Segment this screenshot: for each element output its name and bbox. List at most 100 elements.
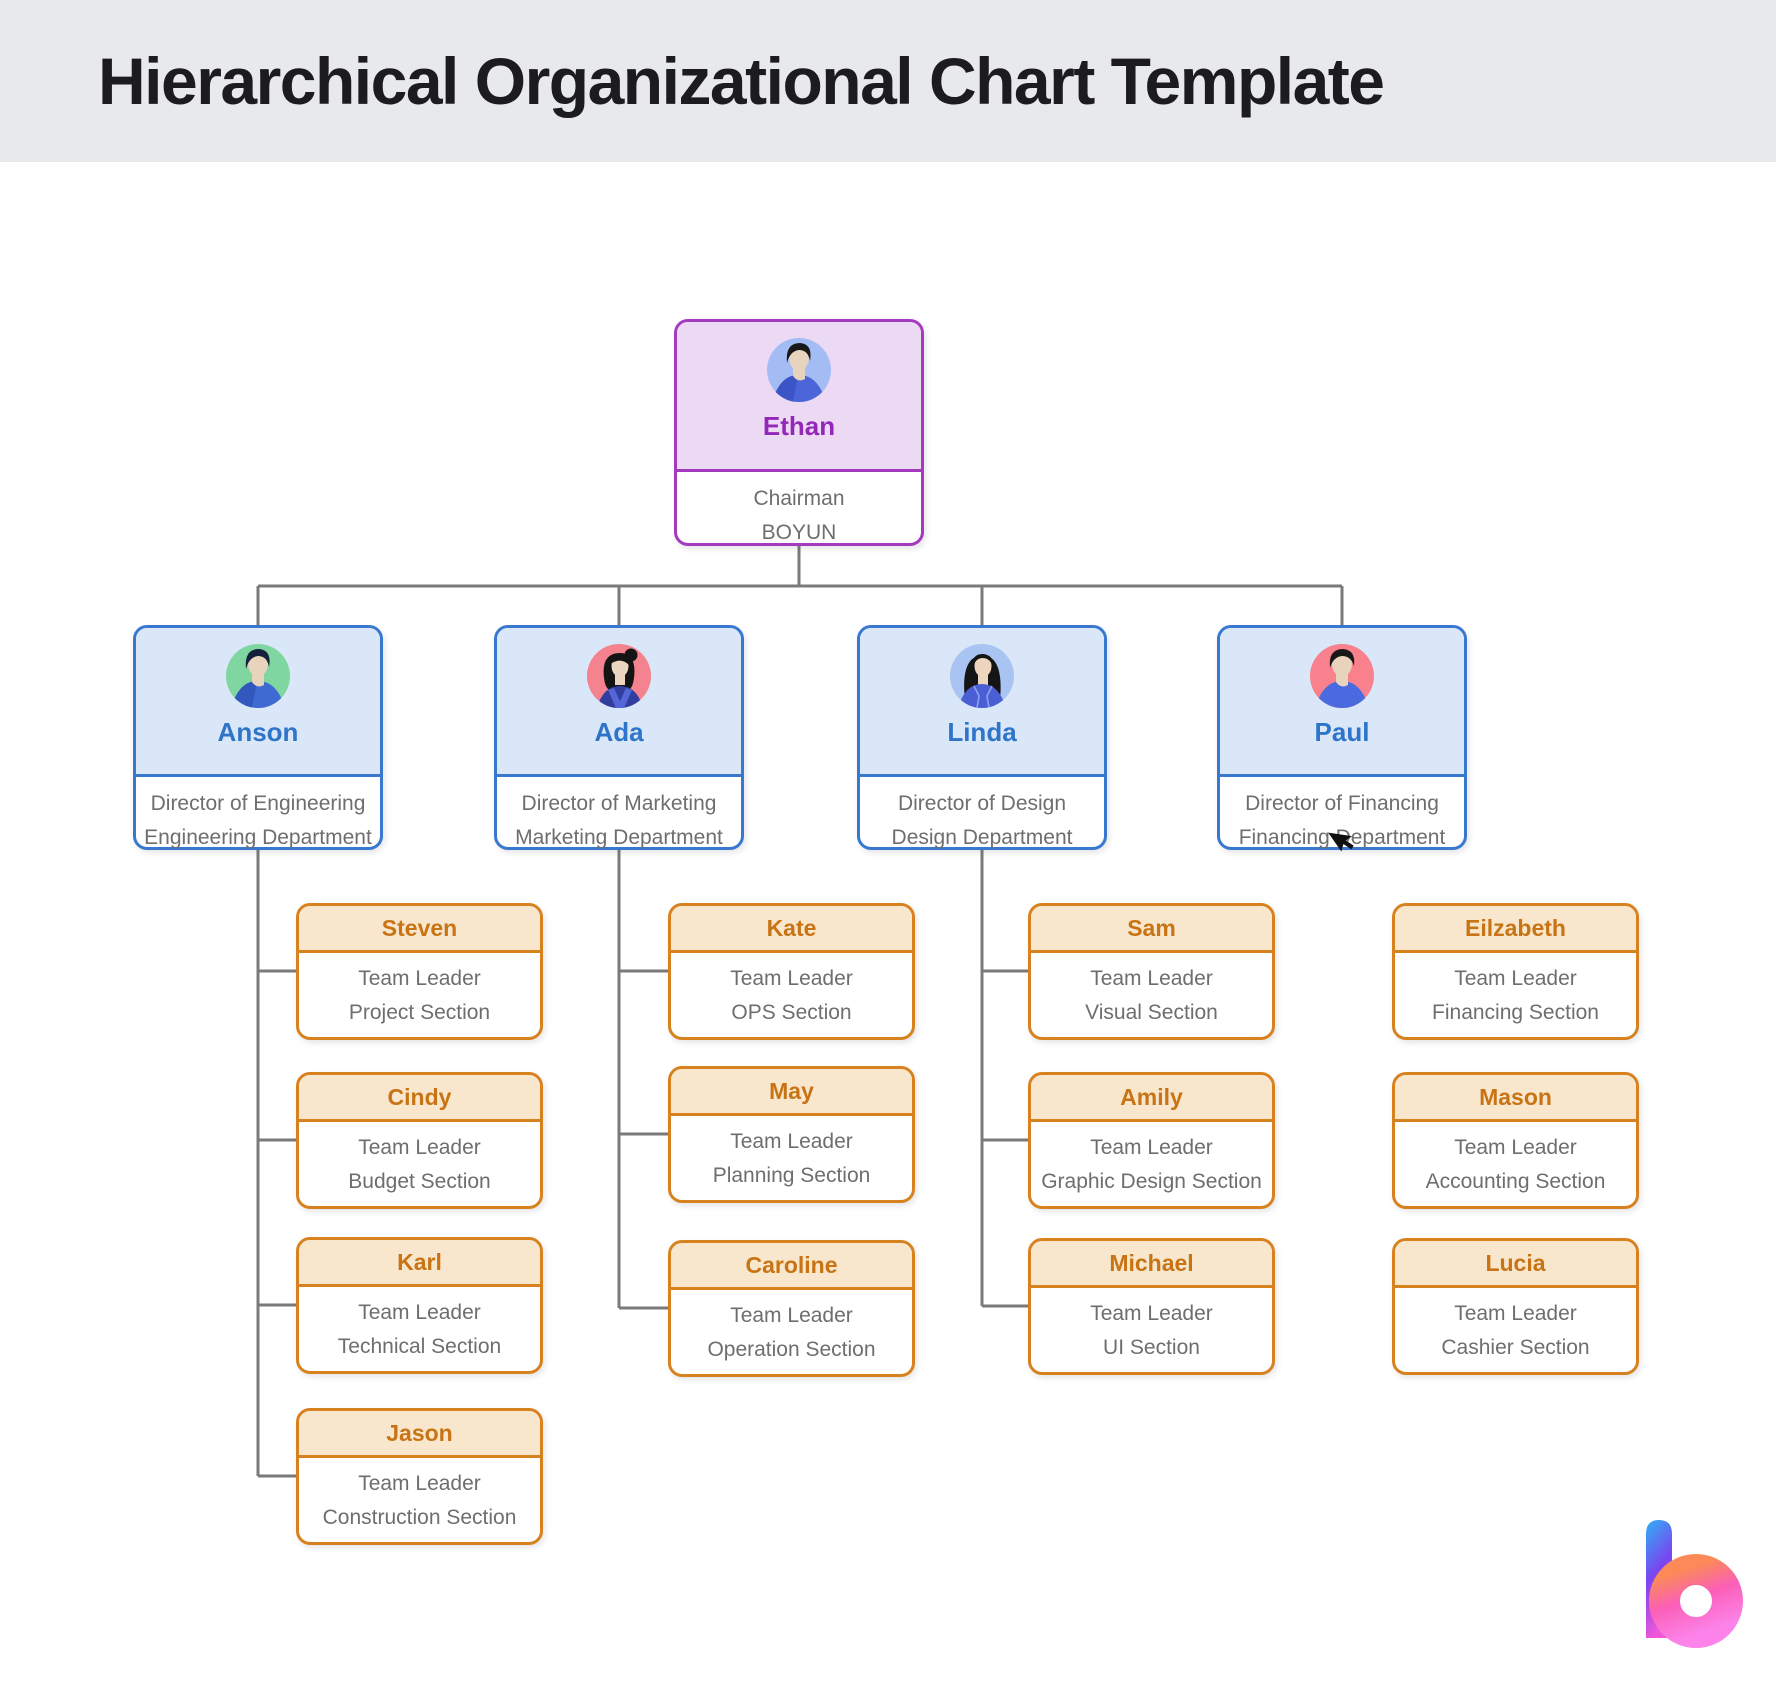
org-card-mason[interactable]: Mason Team Leader Accounting Section [1392,1072,1639,1209]
member-name: Sam [1127,914,1176,941]
member-title: Team Leader [1454,966,1577,990]
org-card-jason[interactable]: Jason Team Leader Construction Section [296,1408,543,1545]
org-card-steven[interactable]: Steven Team Leader Project Section [296,903,543,1040]
member-name: Eilzabeth [1465,914,1566,941]
member-name: Linda [947,717,1017,747]
member-section: Accounting Section [1425,1169,1606,1193]
avatar-linda [950,644,1014,708]
card-header: Sam [1031,906,1272,953]
member-section: Construction Section [322,1505,517,1529]
card-body: Director of Design Design Department [860,777,1104,863]
member-name: Cindy [387,1083,452,1110]
member-name: Michael [1109,1249,1194,1276]
org-card-anson[interactable]: Anson Director of Engineering Engineerin… [133,625,383,850]
member-title: Team Leader [1090,1301,1213,1325]
member-name: Caroline [745,1251,838,1278]
org-card-ada[interactable]: Ada Director of Marketing Marketing Depa… [494,625,744,850]
member-title: Director of Financing [1245,791,1439,815]
avatar-ethan [767,338,831,402]
org-card-amily[interactable]: Amily Team Leader Graphic Design Section [1028,1072,1275,1209]
member-section: Project Section [348,1000,491,1024]
org-card-lucia[interactable]: Lucia Team Leader Cashier Section [1392,1238,1639,1375]
card-body: Director of Engineering Engineering Depa… [136,777,380,863]
member-title: Team Leader [1454,1301,1577,1325]
card-body: Team Leader Budget Section [299,1122,540,1206]
org-card-michael[interactable]: Michael Team Leader UI Section [1028,1238,1275,1375]
card-header: Kate [671,906,912,953]
member-name: Ethan [762,411,836,441]
card-body: Team Leader Cashier Section [1395,1288,1636,1372]
member-department: Design Department [891,825,1073,849]
member-name: May [769,1077,814,1104]
member-name: Karl [397,1248,442,1275]
card-header: Cindy [299,1075,540,1122]
card-header: Paul [1220,628,1464,777]
card-body: Director of Marketing Marketing Departme… [497,777,741,863]
member-department: Marketing Department [515,825,723,849]
card-body: Team Leader Graphic Design Section [1031,1122,1272,1206]
member-title: Team Leader [730,1303,853,1327]
org-card-karl[interactable]: Karl Team Leader Technical Section [296,1237,543,1374]
card-body: Team Leader OPS Section [671,953,912,1037]
card-body: Team Leader Planning Section [671,1116,912,1200]
org-card-may[interactable]: May Team Leader Planning Section [668,1066,915,1203]
member-name: Lucia [1485,1249,1546,1276]
member-section: OPS Section [731,1000,852,1024]
card-header: Michael [1031,1241,1272,1288]
card-body: Team Leader Financing Section [1395,953,1636,1037]
member-section: Technical Section [337,1334,502,1358]
org-card-caroline[interactable]: Caroline Team Leader Operation Section [668,1240,915,1377]
card-header: Ada [497,628,741,777]
org-card-linda[interactable]: Linda Director of Design Design Departme… [857,625,1107,850]
member-title: Director of Marketing [521,791,717,815]
card-header: Steven [299,906,540,953]
member-name: Mason [1479,1083,1552,1110]
member-name: Anson [217,717,299,747]
org-card-eilzabeth[interactable]: Eilzabeth Team Leader Financing Section [1392,903,1639,1040]
member-name: Ada [594,717,644,747]
member-section: Financing Section [1432,1000,1599,1024]
member-title: Director of Design [897,791,1067,815]
member-section: Graphic Design Section [1041,1169,1262,1193]
avatar-paul [1310,644,1374,708]
org-card-cindy[interactable]: Cindy Team Leader Budget Section [296,1072,543,1209]
card-header: Ethan [677,322,921,472]
member-title: Team Leader [1090,966,1213,990]
member-company: BOYUN [761,521,837,544]
card-body: Team Leader Construction Section [299,1458,540,1542]
org-card-sam[interactable]: Sam Team Leader Visual Section [1028,903,1275,1040]
card-header: Amily [1031,1075,1272,1122]
member-name: Paul [1314,717,1370,747]
title-band: Hierarchical Organizational Chart Templa… [0,0,1776,162]
org-card-ethan[interactable]: Ethan Chairman BOYUN [674,319,924,546]
org-card-kate[interactable]: Kate Team Leader OPS Section [668,903,915,1040]
member-section: UI Section [1103,1335,1200,1359]
member-title: Team Leader [1454,1135,1577,1159]
member-section: Cashier Section [1441,1335,1590,1359]
card-header: Karl [299,1240,540,1287]
member-title: Team Leader [358,1471,481,1495]
org-card-paul[interactable]: Paul Director of Financing Financing Dep… [1217,625,1467,850]
card-header: Anson [136,628,380,777]
card-body: Team Leader Accounting Section [1395,1122,1636,1206]
card-header: Caroline [671,1243,912,1290]
member-title: Chairman [753,487,845,510]
card-header: Linda [860,628,1104,777]
member-department: Engineering Department [144,825,372,849]
page-title: Hierarchical Organizational Chart Templa… [98,44,1385,118]
member-title: Team Leader [730,966,853,990]
member-name: Kate [766,914,817,941]
member-section: Budget Section [348,1169,491,1193]
member-title: Team Leader [358,1135,481,1159]
card-header: Lucia [1395,1241,1636,1288]
member-name: Steven [381,914,458,941]
card-header: Mason [1395,1075,1636,1122]
avatar-anson [226,644,290,708]
member-section: Visual Section [1085,1000,1218,1024]
member-title: Team Leader [358,1300,481,1324]
member-title: Team Leader [730,1129,853,1153]
card-body: Team Leader Visual Section [1031,953,1272,1037]
card-body: Team Leader UI Section [1031,1288,1272,1372]
